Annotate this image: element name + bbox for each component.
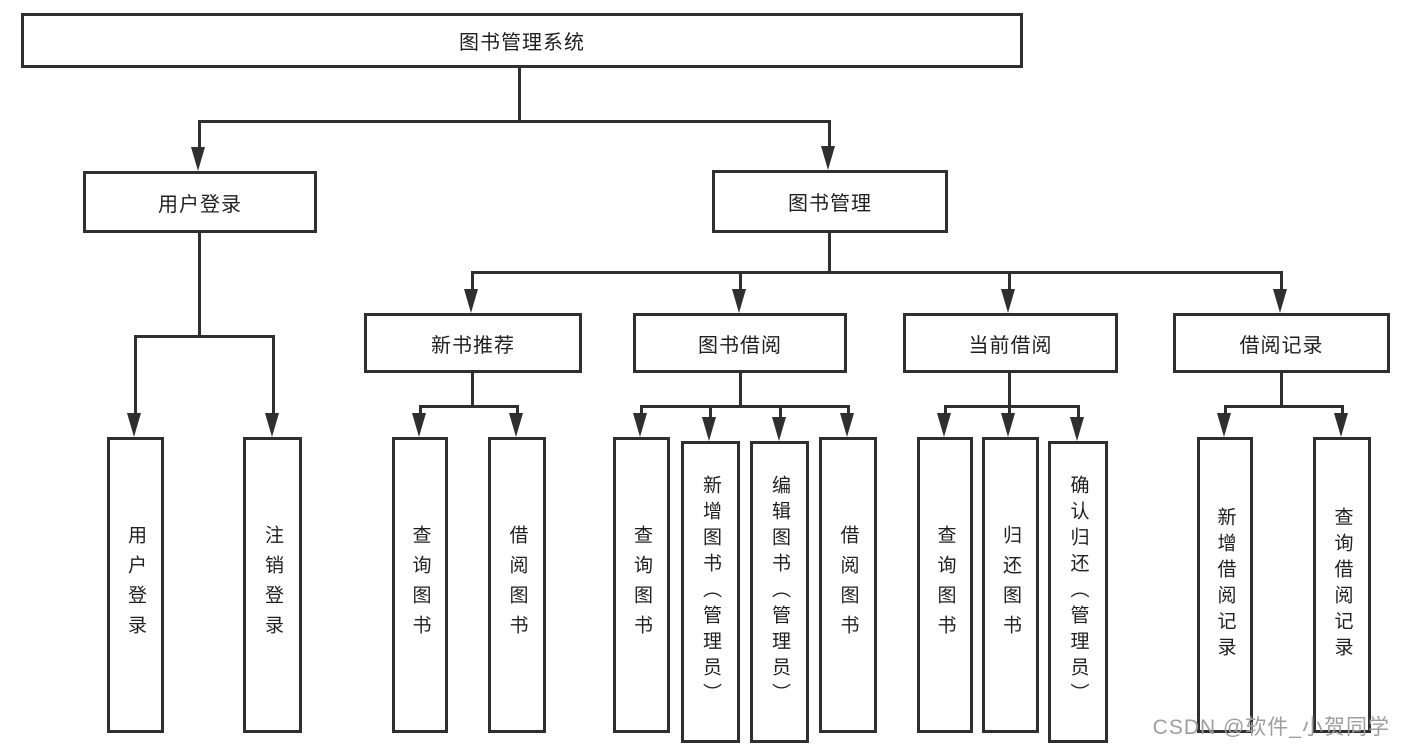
connector-line xyxy=(134,335,137,415)
connector-line xyxy=(828,232,831,274)
arrow-down xyxy=(1001,413,1015,437)
node-leaf-add-borrow-record: 新增借阅记录 xyxy=(1197,437,1253,733)
connector-line xyxy=(739,271,742,291)
node-leaf-query-books-1: 查询图书 xyxy=(392,437,448,733)
node-label: 用户登录 xyxy=(158,193,242,216)
node-label: 查询图书 xyxy=(934,525,956,645)
node-root: 图书管理系统 xyxy=(21,13,1023,68)
node-label: 借阅记录 xyxy=(1239,334,1324,357)
node-label: 图书管理 xyxy=(788,193,872,215)
node-label: 图书管理系统 xyxy=(459,32,585,54)
node-label: 图书借阅 xyxy=(698,334,782,357)
arrow-down xyxy=(1217,413,1231,437)
connector-line xyxy=(739,372,742,407)
node-label: 查询图书 xyxy=(631,525,652,645)
connector-line xyxy=(198,120,201,150)
connector-line xyxy=(1224,405,1343,408)
node-label: 查询图书 xyxy=(409,525,431,645)
arrow-down xyxy=(937,413,951,437)
connector-line xyxy=(471,372,474,407)
node-book-management: 图书管理 xyxy=(712,170,948,233)
arrow-down xyxy=(1334,413,1348,437)
arrow-down xyxy=(265,413,279,437)
connector-line xyxy=(1008,271,1011,291)
connector-line xyxy=(847,405,850,417)
connector-line xyxy=(1280,271,1283,291)
connector-line xyxy=(471,271,474,291)
connector-line xyxy=(709,405,712,421)
node-leaf-user-login: 用户登录 xyxy=(107,437,164,733)
connector-line xyxy=(1077,405,1080,421)
node-label: 用户登录 xyxy=(125,525,146,645)
node-user-login: 用户登录 xyxy=(83,171,317,233)
node-label: 查询借阅记录 xyxy=(1331,507,1353,663)
arrow-down xyxy=(412,413,426,437)
node-leaf-edit-books-admin: 编辑图书（管理员） xyxy=(750,441,809,743)
node-current-borrowing: 当前借阅 xyxy=(903,313,1118,373)
node-leaf-query-books-2: 查询图书 xyxy=(613,437,670,733)
node-leaf-borrow-books-1: 借阅图书 xyxy=(488,437,546,733)
connector-line xyxy=(516,405,519,417)
connector-line xyxy=(272,335,275,415)
arrow-down xyxy=(1070,417,1084,441)
node-book-borrowing: 图书借阅 xyxy=(633,313,847,373)
connector-line xyxy=(198,232,201,337)
node-leaf-confirm-return-admin: 确认归还（管理员） xyxy=(1048,441,1108,743)
node-leaf-query-books-3: 查询图书 xyxy=(917,437,973,733)
arrow-down xyxy=(191,147,205,171)
node-leaf-logout: 注销登录 xyxy=(243,437,302,733)
connector-line xyxy=(1008,405,1011,417)
connector-line xyxy=(518,67,521,121)
arrow-down xyxy=(732,289,746,313)
connector-line xyxy=(1341,405,1344,417)
connector-line xyxy=(1280,372,1283,407)
arrow-down xyxy=(1273,289,1287,313)
connector-line xyxy=(1008,372,1011,407)
arrow-down xyxy=(509,413,523,437)
connector-line xyxy=(828,120,831,150)
connector-line xyxy=(1224,405,1227,417)
connector-line xyxy=(198,120,831,123)
connector-line xyxy=(640,405,849,408)
arrow-down xyxy=(633,413,647,437)
node-label: 新增图书（管理员） xyxy=(700,475,721,709)
node-label: 新书推荐 xyxy=(431,334,515,357)
arrow-down xyxy=(464,289,478,313)
node-leaf-return-books: 归还图书 xyxy=(982,437,1039,733)
connector-line xyxy=(944,405,947,417)
node-leaf-query-borrow-record: 查询借阅记录 xyxy=(1313,437,1371,733)
node-label: 编辑图书（管理员） xyxy=(769,475,790,709)
arrow-down xyxy=(840,413,854,437)
csdn-watermark: CSDN @软件_小贺同学 xyxy=(1152,716,1390,739)
connector-line xyxy=(419,405,519,408)
arrow-down xyxy=(821,146,835,170)
node-leaf-add-books-admin: 新增图书（管理员） xyxy=(681,441,740,743)
connector-line xyxy=(419,405,422,417)
arrow-down xyxy=(1001,289,1015,313)
node-leaf-borrow-books-2: 借阅图书 xyxy=(819,437,877,733)
connector-line xyxy=(640,405,643,417)
connector-line xyxy=(134,335,275,338)
node-label: 确认归还（管理员） xyxy=(1067,475,1089,709)
node-label: 归还图书 xyxy=(1000,525,1021,645)
node-label: 注销登录 xyxy=(262,525,283,645)
node-new-book-recommend: 新书推荐 xyxy=(364,313,582,373)
node-label: 新增借阅记录 xyxy=(1214,507,1236,663)
arrow-down xyxy=(127,413,141,437)
node-label: 借阅图书 xyxy=(837,525,859,645)
arrow-down xyxy=(702,417,716,441)
node-borrowing-records: 借阅记录 xyxy=(1173,313,1390,373)
connector-line xyxy=(944,405,1079,408)
connector-line xyxy=(779,405,782,421)
node-label: 当前借阅 xyxy=(968,334,1053,357)
connector-line xyxy=(471,271,1282,274)
node-label: 借阅图书 xyxy=(506,525,528,645)
arrow-down xyxy=(772,417,786,441)
